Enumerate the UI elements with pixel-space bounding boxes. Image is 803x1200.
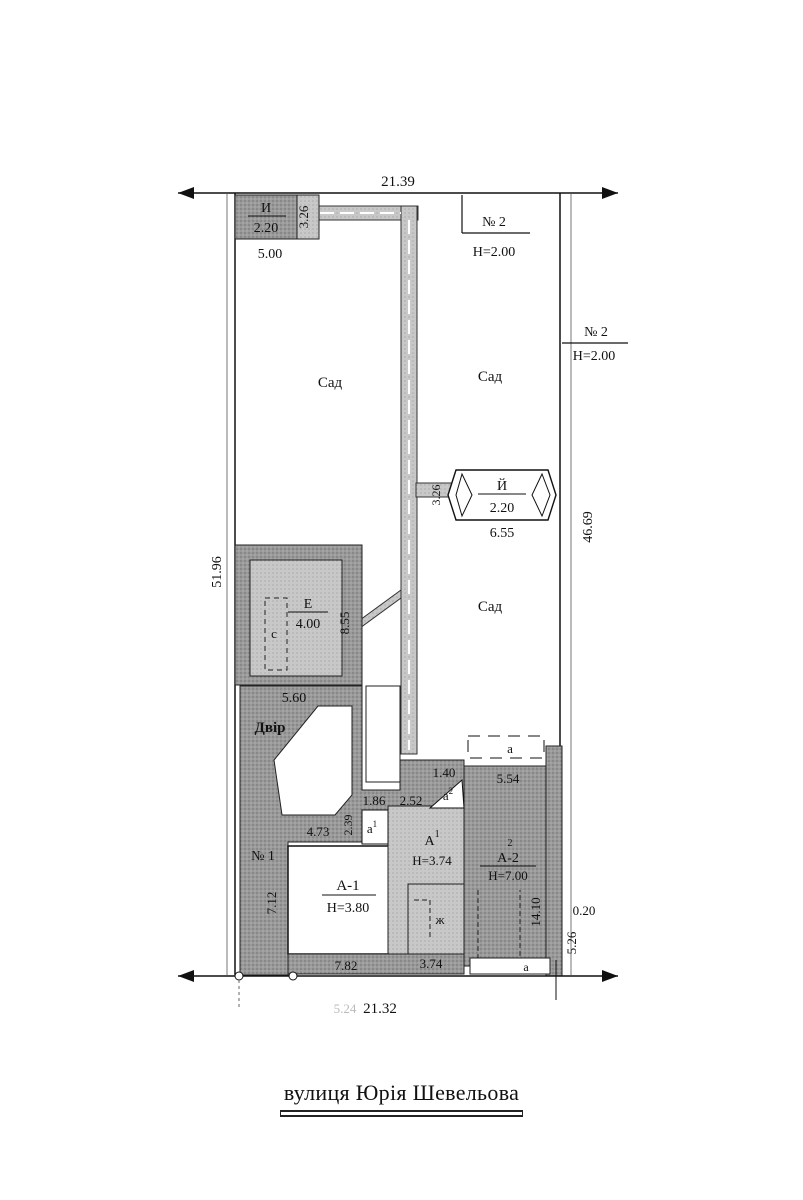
top-width-dimension [178, 187, 618, 199]
bld-a1-name: А-1 [336, 878, 359, 894]
ext-a1-name: А1 [424, 829, 439, 849]
bottom-width-dimension [178, 960, 618, 1008]
bottom-strip [287, 953, 465, 975]
dim-252: 2.52 [400, 793, 423, 808]
porch-a1-label: а1 [367, 819, 377, 836]
building-e [234, 544, 363, 686]
lot2-top-height: H=2.00 [473, 245, 516, 260]
bld-i-name: И [261, 201, 271, 216]
extension-a1 [361, 805, 465, 955]
building-y [447, 469, 557, 521]
porch-a2 [428, 778, 465, 809]
garden-left-label: Сад [318, 375, 343, 391]
right-length-label: 46.69 [581, 511, 596, 543]
bld-e-name: Е [304, 597, 313, 612]
porch-a2-label: а2 [443, 786, 453, 803]
bld-e-width: 5.60 [282, 691, 307, 706]
bld-i-height: 2.20 [254, 221, 279, 236]
bld-a1-height: H=3.80 [327, 901, 370, 916]
dim-186: 1.86 [363, 793, 386, 808]
dim-020: 0.20 [573, 903, 596, 918]
garden-right-top-label: Сад [478, 369, 503, 385]
ext-a2-sup: 2 [508, 838, 513, 849]
ext-a1-depth: 2.39 [341, 815, 355, 836]
bld-a1-depth: 7.12 [264, 892, 279, 915]
bld-e-height: 4.00 [296, 617, 321, 632]
ext-a1-height: H=3.74 [412, 853, 452, 868]
dim-140: 1.40 [433, 765, 456, 780]
bld-i-depth: 3.26 [296, 205, 311, 228]
yard-area [239, 685, 465, 976]
dim-526: 5.26 [564, 931, 579, 954]
ext-a2-name: А-2 [497, 851, 519, 866]
ext-a2-width: 5.54 [497, 771, 520, 786]
garden-right-bottom-label: Сад [478, 599, 503, 615]
bld-i-width: 5.00 [258, 247, 283, 262]
ext-a2-height: H=7.00 [488, 868, 527, 883]
top-width-label: 21.39 [381, 174, 415, 190]
bld-e-inner: с [271, 626, 277, 641]
bld-y-depth: 3.26 [429, 485, 443, 506]
ext-a1-width: 3.74 [420, 956, 443, 971]
left-length-label: 51.96 [210, 556, 225, 588]
porch-a-top-label: а [507, 741, 513, 756]
street-name: вулиця Юрія Шевельова [279, 1080, 524, 1112]
building-i [234, 194, 320, 240]
porch-a-bottom-label: а [523, 960, 529, 974]
bld-y-width: 6.55 [490, 526, 515, 541]
lot2-mark-top [461, 195, 530, 234]
lot1-number: № 1 [251, 849, 275, 864]
ext-a2-depth: 14.10 [528, 897, 543, 926]
bld-y-name: Й [497, 477, 507, 494]
bld-a1-width: 7.82 [335, 958, 358, 973]
zh-label: ж [435, 912, 446, 927]
bottom-width-label: 21.32 [363, 1001, 397, 1017]
bld-a1-top-dim: 4.73 [307, 824, 330, 839]
bld-y-height: 2.20 [490, 501, 515, 516]
yard-label: Двір [255, 720, 286, 736]
lot2-top-number: № 2 [482, 215, 506, 230]
street-caption: вулиця Юрія Шевельова [0, 1080, 803, 1112]
lot2-right-height: H=2.00 [573, 349, 616, 364]
bottom-faded-label: 5.24 [334, 1001, 357, 1016]
porch-a-top [467, 735, 545, 759]
bld-e-depth: 8.55 [337, 612, 352, 635]
lot2-right-number: № 2 [584, 325, 608, 340]
